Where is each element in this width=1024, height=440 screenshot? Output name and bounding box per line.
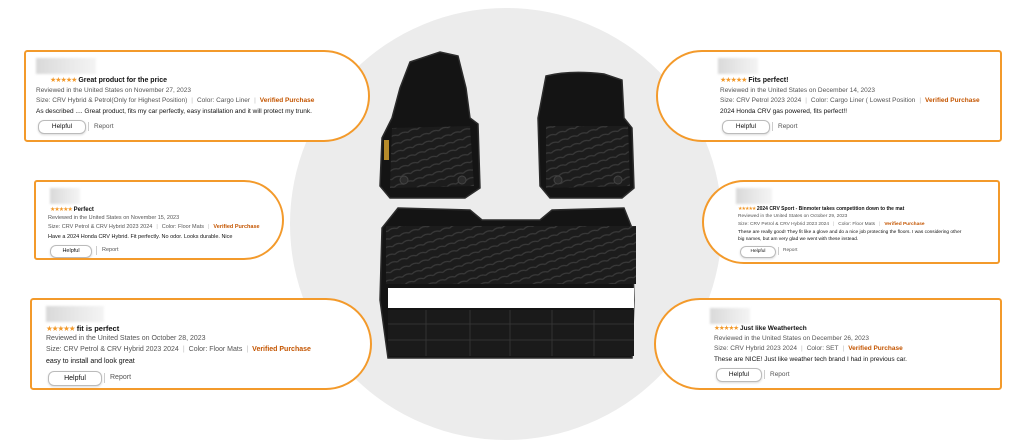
- verified-badge: Verified Purchase: [252, 346, 311, 353]
- review-color: Color: Cargo Liner ( Lowest Position: [810, 97, 916, 104]
- review-body: easy to install and look great: [46, 358, 135, 365]
- review-card-1: ★★★★★ Great product for the price Review…: [24, 50, 370, 142]
- helpful-button[interactable]: Helpful: [716, 368, 762, 382]
- driver-mat: [379, 51, 481, 199]
- review-card-5: ★★★★★ 2024 CRV Sport - Binmoter takes co…: [702, 180, 1000, 264]
- review-size: Size: CRV Petrol & CRV Hybrid 2023 2024: [46, 346, 179, 353]
- rear-mat: [379, 207, 636, 359]
- review-title: Great product for the price: [78, 77, 168, 84]
- review-color: Color: Floor Mats: [838, 222, 876, 227]
- review-body: As described .... Great product, fits my…: [36, 108, 312, 115]
- review-title: Just like Weathertech: [739, 325, 807, 332]
- review-size: Size: CRV Petrol & CRV Hybrid 2023 2024: [738, 222, 830, 227]
- helpful-button[interactable]: Helpful: [38, 120, 86, 134]
- review-size: Size: CRV Petrol & CRV Hybrid 2023 2024: [48, 224, 153, 230]
- review-title: fit is perfect: [76, 324, 120, 333]
- review-date: Reviewed in the United States on Novembe…: [36, 87, 192, 94]
- review-color: Color: Cargo Liner: [196, 97, 251, 104]
- reviewer-avatar: [36, 58, 96, 74]
- review-color: Color: SET: [806, 345, 839, 352]
- review-card-2: ★★★★★ Perfect Reviewed in the United Sta…: [34, 180, 284, 260]
- passenger-mat: [537, 71, 635, 199]
- review-date: Reviewed in the United States on Novembe…: [48, 215, 180, 221]
- review-body: These are NICE! Just like weather tech b…: [714, 356, 907, 363]
- review-date: Reviewed in the United States on Decembe…: [714, 335, 870, 342]
- reviewer-avatar: [736, 188, 772, 204]
- verified-badge: Verified Purchase: [213, 224, 260, 230]
- review-date: Reviewed in the United States on October…: [46, 335, 206, 342]
- reviewer-avatar: [718, 58, 758, 74]
- review-card-6: ★★★★★ Just like Weathertech Reviewed in …: [654, 298, 1002, 390]
- report-link[interactable]: Report: [770, 371, 790, 378]
- review-size: Size: CRV Petrol 2023 2024: [720, 97, 802, 104]
- review-body: These are really good! They fit like a g…: [738, 230, 962, 235]
- review-size: Size: CRV Hybrid 2023 2024: [714, 345, 797, 352]
- review-title: 2024 CRV Sport - Binmoter takes competit…: [756, 206, 905, 212]
- review-card-3: ★★★★★ fit is perfect Reviewed in the Uni…: [30, 298, 372, 390]
- report-link[interactable]: Report: [94, 123, 114, 130]
- report-link[interactable]: Report: [102, 247, 119, 253]
- helpful-button[interactable]: Helpful: [50, 245, 92, 258]
- star-rating: ★★★★★: [50, 207, 73, 213]
- helpful-button[interactable]: Helpful: [740, 246, 776, 258]
- reviewer-avatar: [710, 308, 750, 324]
- verified-badge: Verified Purchase: [925, 97, 980, 104]
- review-card-4: ★★★★★ Fits perfect! Reviewed in the Unit…: [656, 50, 1002, 142]
- review-date: Reviewed in the United States on October…: [738, 214, 848, 219]
- review-size: Size: CRV Hybrid & Petrol(Only for Highe…: [36, 97, 188, 104]
- verified-badge: Verified Purchase: [884, 222, 925, 227]
- reviewer-avatar: [50, 188, 80, 204]
- verified-badge: Verified Purchase: [259, 97, 315, 104]
- star-rating: ★★★★★: [738, 206, 756, 212]
- star-rating: ★★★★★: [46, 324, 76, 333]
- helpful-button[interactable]: Helpful: [722, 120, 770, 134]
- star-rating: ★★★★★: [720, 77, 747, 84]
- reviewer-avatar: [46, 306, 104, 322]
- helpful-button[interactable]: Helpful: [48, 371, 102, 386]
- review-body: Have a 2024 Honda CRV Hybrid. Fit perfec…: [48, 234, 233, 240]
- review-body: big names, but am very glad we went with…: [738, 237, 859, 242]
- review-color: Color: Floor Mats: [188, 346, 243, 353]
- report-link[interactable]: Report: [778, 123, 798, 130]
- review-body: 2024 Honda CRV gas powered, fits perfect…: [720, 108, 848, 115]
- report-link[interactable]: Report: [110, 374, 132, 381]
- review-title: Perfect: [73, 207, 94, 213]
- verified-badge: Verified Purchase: [848, 345, 903, 352]
- review-date: Reviewed in the United States on Decembe…: [720, 87, 876, 94]
- review-title: Fits perfect!: [748, 77, 789, 84]
- star-rating: ★★★★★: [50, 77, 77, 84]
- report-link[interactable]: Report: [783, 248, 798, 253]
- review-color: Color: Floor Mats: [161, 224, 204, 230]
- floor-mat-set-image: [379, 51, 636, 359]
- star-rating: ★★★★★: [714, 325, 739, 332]
